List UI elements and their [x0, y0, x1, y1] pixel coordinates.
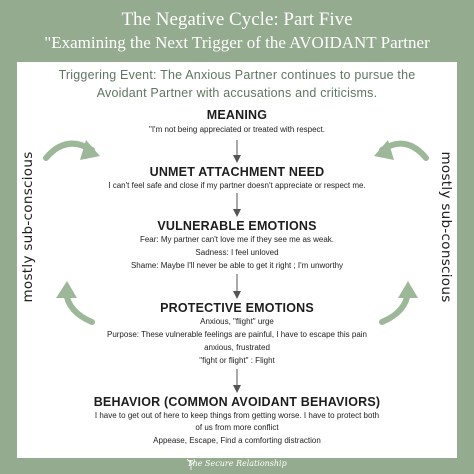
curved-arrow-top-left	[43, 140, 100, 161]
vulnerable-heading: VULNERABLE EMOTIONS	[157, 219, 317, 233]
curved-arrow-bottom-left	[56, 281, 95, 325]
protective-line: anxious, frustrated	[204, 343, 270, 352]
curved-arrow-top-right	[374, 140, 429, 161]
behavior-line: of us from more conflict	[195, 423, 279, 432]
meaning-text: "I'm not being appreciated or treated wi…	[148, 125, 326, 134]
logo-icon	[186, 458, 196, 470]
protective-line: Anxious, "flight" urge	[200, 317, 274, 326]
title-line-1: The Negative Cycle: Part Five	[121, 9, 353, 30]
trigger-line-1: Triggering Event: The Anxious Partner co…	[58, 68, 416, 82]
protective-heading: PROTECTIVE EMOTIONS	[160, 301, 314, 315]
meaning-heading: MEANING	[206, 108, 268, 122]
title-line-2: "Examining the Next Trigger of the AVOID…	[44, 33, 430, 52]
curved-arrow-bottom-right	[379, 281, 418, 325]
footer-brand: The Secure Relationship	[187, 459, 287, 468]
vulnerable-line: Sadness: I feel unloved	[195, 248, 279, 257]
behavior-line: Appease, Escape, Find a comforting distr…	[153, 436, 321, 445]
protective-line: "fight or flight" : Flight	[199, 356, 275, 365]
unmet-need-text: I can't feel safe and close if my partne…	[108, 181, 366, 190]
protective-line: Purpose: These vulnerable feelings are p…	[106, 330, 368, 339]
behavior-line: I have to get out of here to keep things…	[94, 411, 380, 420]
trigger-line-2: Avoidant Partner with accusations and cr…	[96, 86, 378, 100]
vulnerable-line: Shame: Maybe I'll never be able to get i…	[130, 261, 344, 270]
unmet-need-heading: UNMET ATTACHMENT NEED	[149, 165, 325, 179]
behavior-heading: BEHAVIOR (COMMON AVOIDANT BEHAVIORS)	[93, 395, 381, 409]
vulnerable-line: Fear: My partner can't love me if they s…	[139, 235, 335, 244]
